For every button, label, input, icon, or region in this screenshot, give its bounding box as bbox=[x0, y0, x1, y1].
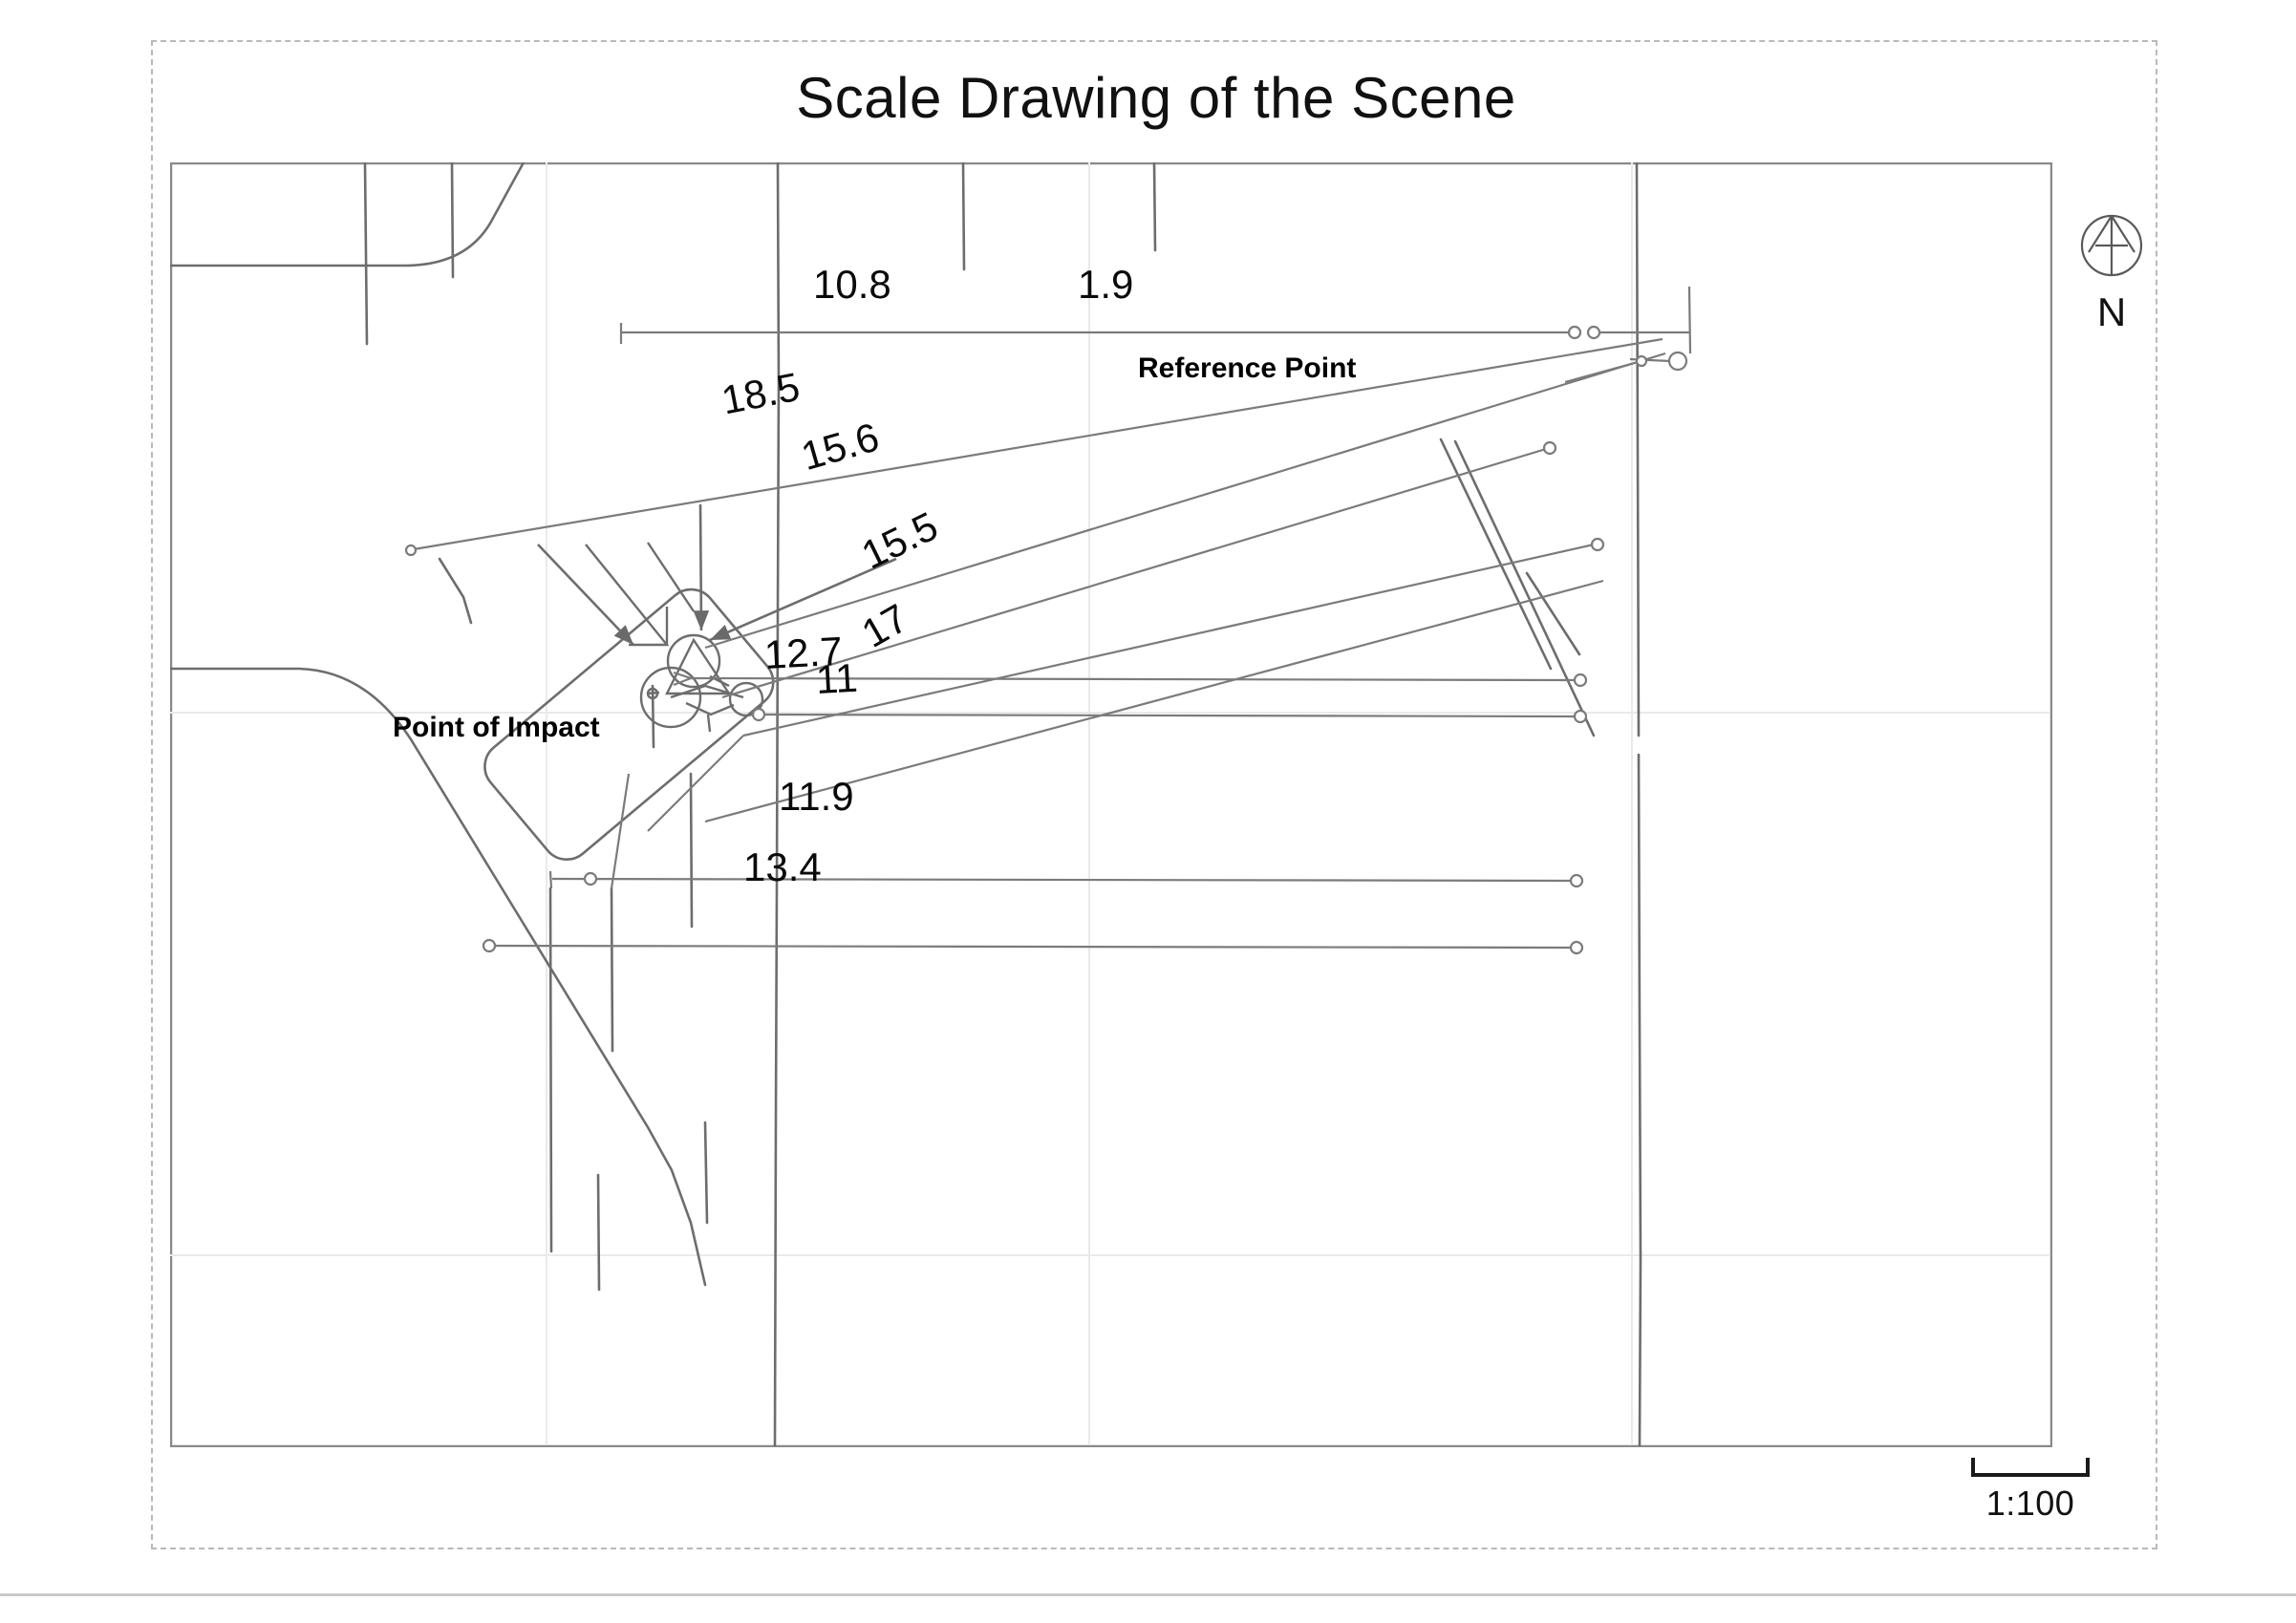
witness-line-b bbox=[610, 773, 631, 889]
dim-line-17-a bbox=[742, 543, 1595, 737]
post-mark-3 bbox=[596, 1173, 601, 1292]
road-edge-east-upper bbox=[1635, 162, 1641, 737]
reference-point-node bbox=[1635, 354, 1648, 368]
dim-node-11-east bbox=[1573, 709, 1588, 724]
boundary-diag-3 bbox=[1525, 571, 1581, 656]
post-mark-2 bbox=[703, 1121, 709, 1225]
dim-line-11 bbox=[762, 713, 1577, 718]
object-detail-c bbox=[685, 701, 735, 716]
scene-svg bbox=[170, 162, 2052, 1447]
road-edge-west bbox=[773, 162, 781, 1447]
annotation-point-of-impact: Point of Impact bbox=[393, 712, 600, 743]
dim-line-13-4 bbox=[484, 944, 1574, 950]
object-detail-a bbox=[665, 637, 732, 695]
dim-node-18-5-west bbox=[404, 544, 418, 557]
object-detail-b bbox=[670, 684, 744, 699]
page-bottom-edge bbox=[0, 1593, 2296, 1623]
dim-node-17-east bbox=[1590, 537, 1605, 552]
dim-line-11-9 bbox=[551, 877, 1574, 883]
dim-line-15-5 bbox=[721, 447, 1547, 699]
kerb-tick-2 bbox=[961, 162, 966, 271]
dim-node-13-4-east bbox=[1569, 940, 1584, 955]
dim-node-1-9-west bbox=[1586, 325, 1601, 340]
ref-leader-b bbox=[1564, 359, 1642, 384]
impact-objects bbox=[639, 633, 764, 733]
direction-arrow-strokes bbox=[585, 542, 695, 647]
post-mark-7 bbox=[651, 684, 655, 749]
north-arrow: N bbox=[2059, 209, 2164, 332]
boundary-diag-2 bbox=[1453, 439, 1596, 737]
arrow-tail-vehicle bbox=[585, 544, 670, 647]
reference-point-marker bbox=[1667, 351, 1688, 372]
side-road-south-edge bbox=[170, 667, 707, 1287]
arrow-vehicle-direction bbox=[537, 544, 634, 646]
post-mark-5 bbox=[689, 772, 694, 929]
arrow-aux-stroke bbox=[647, 542, 695, 612]
arrow-diagonal-incoming bbox=[709, 557, 897, 642]
annotation-reference-point: Reference Point bbox=[1138, 352, 1357, 384]
dim-node-12-7-east bbox=[1573, 673, 1588, 688]
drawing-border bbox=[170, 162, 2052, 1447]
page-sheet-border: Scale Drawing of the Scene bbox=[151, 40, 2157, 1549]
dim-node-13-4-west bbox=[482, 938, 497, 953]
vehicle-outline bbox=[483, 587, 775, 862]
scale-bar-label: 1:100 bbox=[1985, 1484, 2075, 1523]
road-edge-east-lower bbox=[1637, 753, 1642, 1447]
object-detail-e bbox=[706, 714, 712, 733]
witness-line-a bbox=[647, 735, 744, 832]
arrow-down-vertical bbox=[693, 503, 710, 631]
scale-bar-icon bbox=[1971, 1458, 2090, 1477]
dim-line-12-7 bbox=[690, 676, 1577, 682]
dim-node-11-west bbox=[751, 707, 766, 722]
drawing-frame bbox=[170, 162, 2052, 1447]
post-mark-1 bbox=[438, 557, 473, 625]
object-circle-b bbox=[639, 666, 702, 729]
dim-line-18-5 bbox=[413, 337, 1663, 551]
dimension-label-d8: 11 bbox=[814, 654, 859, 702]
kerb-tick-3 bbox=[1152, 162, 1157, 252]
dim-tick-1-9-east bbox=[1687, 286, 1692, 354]
direction-arrows bbox=[537, 503, 897, 646]
north-arrow-icon bbox=[2080, 214, 2143, 277]
dim-arrow-12-7-west bbox=[673, 671, 695, 687]
page-title: Scale Drawing of the Scene bbox=[796, 66, 1516, 130]
dim-line-17-b bbox=[704, 579, 1604, 823]
side-road-north-edge bbox=[170, 162, 526, 267]
dim-tick-11-9-west bbox=[548, 870, 553, 889]
post-mark-4 bbox=[548, 886, 553, 1253]
object-node-f bbox=[646, 687, 659, 700]
kerb-tick-1 bbox=[363, 162, 369, 346]
dimension-label-d2: 1.9 bbox=[1078, 262, 1134, 307]
object-circle-a bbox=[666, 633, 721, 689]
lane-mark-a bbox=[450, 162, 455, 279]
dim-node-10-8-east bbox=[1567, 325, 1582, 340]
dim-node-11-9-mid bbox=[583, 871, 598, 886]
dimension-label-d1: 10.8 bbox=[813, 262, 891, 307]
roadway-lines bbox=[170, 162, 1642, 1447]
dim-line-15-6 bbox=[704, 352, 1666, 650]
object-circle-c bbox=[728, 681, 764, 717]
scale-bar: 1:100 bbox=[1949, 1456, 2112, 1522]
dimension-label-d9: 11.9 bbox=[779, 774, 854, 819]
dim-node-11-9-east bbox=[1569, 873, 1584, 888]
dimension-label-d10: 13.4 bbox=[743, 844, 822, 889]
north-label: N bbox=[2096, 289, 2127, 334]
boundary-diag-1 bbox=[1439, 438, 1553, 671]
dim-node-15-5-east bbox=[1542, 440, 1557, 456]
measurement-lines bbox=[404, 286, 1692, 955]
